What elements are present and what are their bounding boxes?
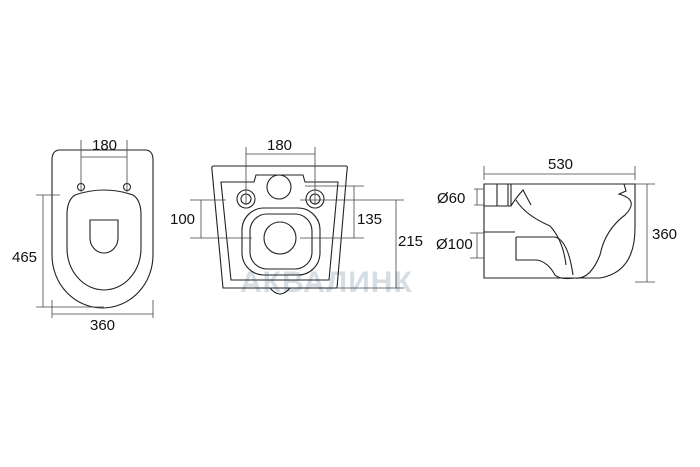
rear-total-height-label: 215 xyxy=(398,233,423,250)
watermark: АКВАЛИНК xyxy=(240,266,413,299)
side-height-label: 360 xyxy=(652,226,677,243)
side-length-label: 530 xyxy=(548,156,573,173)
rear-hole-spacing-label: 180 xyxy=(267,137,292,154)
top-length-label: 465 xyxy=(12,249,37,266)
top-hole-spacing-label: 180 xyxy=(92,137,117,154)
side-outlet-diameter-label: Ø100 xyxy=(436,236,473,253)
top-width-label: 360 xyxy=(90,317,115,334)
rear-view: 180 100 135 215 xyxy=(170,137,423,295)
rear-left-height-label: 100 xyxy=(170,211,195,228)
rear-right-height-label: 135 xyxy=(357,211,382,228)
side-inlet-diameter-label: Ø60 xyxy=(437,190,465,207)
side-view: 530 360 Ø60 Ø100 xyxy=(436,156,677,283)
top-view: 180 465 360 xyxy=(12,137,154,334)
